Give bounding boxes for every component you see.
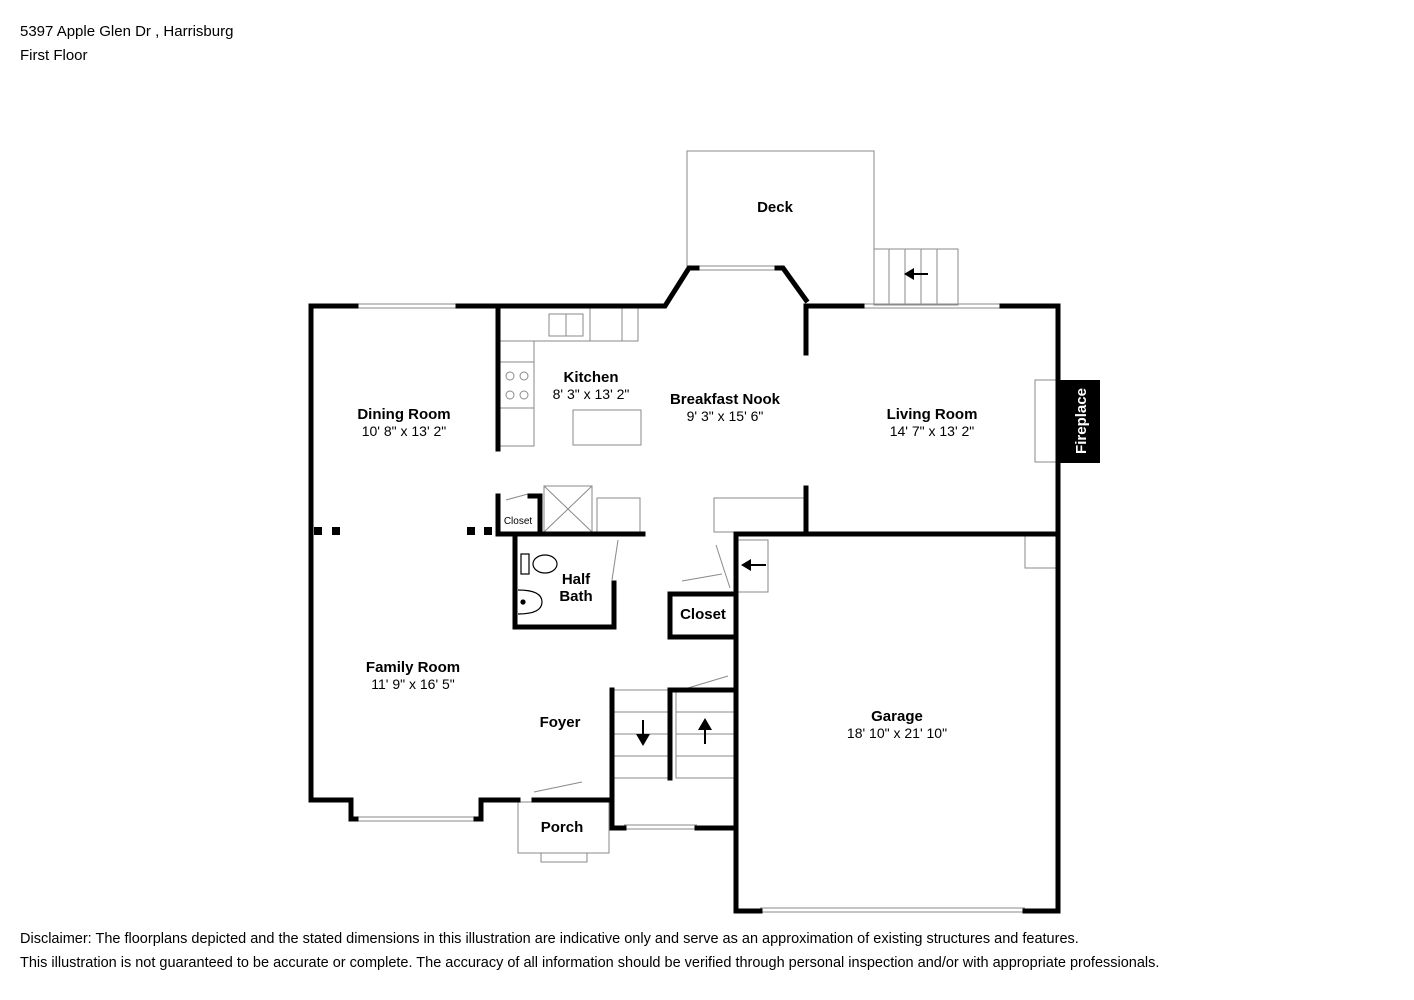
kitchen-dims: 8' 3" x 13' 2" (553, 386, 630, 402)
deck-label: Deck (757, 199, 794, 216)
living-room-dims: 14' 7" x 13' 2" (890, 423, 975, 439)
living-room-label: Living Room (887, 406, 978, 423)
fireplace-label: Fireplace (1073, 388, 1090, 454)
dining-room-dims: 10' 8" x 13' 2" (362, 423, 447, 439)
walls (308, 265, 1061, 914)
toilet-icon (520, 553, 558, 575)
dining-room-label: Dining Room (357, 406, 450, 423)
wall-posts (314, 527, 492, 535)
doors (505, 493, 731, 793)
disclaimer-line-2: This illustration is not guaranteed to b… (20, 955, 1160, 971)
garage-label: Garage (871, 708, 923, 725)
bath-sink-icon (517, 589, 543, 615)
counter-nook (713, 497, 805, 533)
deck (686, 150, 959, 306)
washer-icon (543, 485, 641, 533)
closet-label: Closet (680, 606, 726, 623)
windows (356, 265, 1025, 913)
stairs-down-arrow-icon (636, 720, 650, 746)
breakfast-nook-label: Breakfast Nook (670, 391, 781, 408)
foyer-label: Foyer (540, 714, 581, 731)
family-room-dims: 11' 9" x 16' 5" (371, 676, 455, 692)
half-bath-label-2: Bath (559, 588, 592, 605)
half-bath-label-1: Half (562, 571, 591, 588)
stairs-up-arrow-icon (698, 718, 712, 744)
disclaimer-line-1: Disclaimer: The floorplans depicted and … (20, 931, 1079, 947)
deck-stairs-arrow-icon (904, 268, 928, 280)
floor-label: First Floor (20, 47, 88, 64)
foyer-stairs (611, 689, 735, 779)
garage-dims: 18' 10" x 21' 10" (847, 725, 947, 741)
property-address: 5397 Apple Glen Dr , Harrisburg (20, 23, 234, 40)
fireplace (1060, 380, 1100, 463)
kitchen-sink-icon (548, 306, 623, 342)
kitchen-label: Kitchen (563, 369, 618, 386)
garage-stairs-arrow-icon (741, 559, 766, 571)
small-closet-label: Closet (504, 516, 533, 527)
porch-label: Porch (541, 819, 584, 836)
garage-step (1024, 536, 1056, 569)
family-room-label: Family Room (366, 659, 460, 676)
stove-icon (505, 371, 529, 400)
breakfast-nook-dims: 9' 3" x 15' 6" (687, 408, 764, 424)
